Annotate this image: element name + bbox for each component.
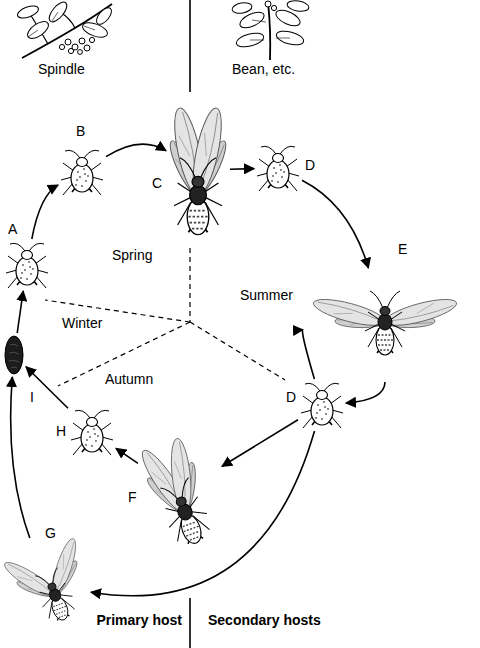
wingless-aphid	[70, 408, 114, 456]
wingless-aphid	[5, 241, 49, 289]
stage-letter: D	[305, 158, 315, 172]
host-label: Primary host	[96, 613, 182, 628]
wingless-aphid	[300, 381, 344, 429]
wingless-aphid	[60, 148, 104, 196]
wingless-aphid	[256, 144, 300, 192]
stage-letter: E	[398, 242, 407, 256]
life-cycle-arrow	[32, 185, 58, 239]
life-cycle-arrow	[302, 180, 368, 268]
bean-plant	[231, 0, 309, 60]
stage-letter: I	[30, 390, 34, 404]
life-cycle-arrow	[116, 448, 138, 463]
life-cycle-arrow	[91, 431, 315, 596]
stage-letter: D	[286, 390, 296, 404]
aphid-stage: I	[4, 335, 24, 375]
stage-letter: C	[152, 176, 162, 190]
stage-letter: A	[8, 222, 17, 236]
aphid-stage: D	[300, 381, 344, 429]
host-label: Secondary hosts	[208, 613, 321, 628]
stage-letter: B	[76, 124, 85, 138]
life-cycle-arrow	[11, 377, 30, 538]
life-cycle-arrow	[230, 168, 254, 170]
stage-letter: F	[128, 490, 137, 504]
season-label: Autumn	[105, 372, 153, 387]
spindle-plant	[16, 0, 114, 58]
aphid-stage: C	[168, 95, 228, 245]
winged-aphid	[305, 270, 465, 380]
winged-aphid	[168, 95, 228, 245]
aphid-stage: F	[140, 427, 220, 557]
life-cycle-arrow	[17, 291, 23, 333]
winged-aphid	[5, 540, 89, 630]
aphid-stage: B	[60, 148, 104, 196]
aphid-stage: G	[5, 540, 89, 630]
stage-letter: G	[45, 526, 56, 540]
aphid-stage: H	[70, 408, 114, 456]
life-cycle-arrow	[106, 144, 166, 157]
life-cycle-arrow	[302, 330, 314, 379]
winged-aphid	[140, 427, 220, 557]
season-label: Spring	[112, 248, 152, 263]
egg-figure	[4, 335, 24, 375]
aphid-stage: A	[5, 241, 49, 289]
aphid-stage: E	[305, 270, 465, 380]
season-label: Winter	[62, 316, 102, 331]
stage-letter: H	[56, 424, 66, 438]
aphid-stage: D	[256, 144, 300, 192]
life-cycle-arrow	[222, 420, 298, 467]
life-cycle-arrow	[26, 367, 68, 409]
plant-name: Spindle	[38, 62, 85, 77]
life-cycle-arrow	[346, 382, 385, 403]
season-label: Summer	[240, 288, 293, 303]
plant-name: Bean, etc.	[232, 62, 295, 77]
